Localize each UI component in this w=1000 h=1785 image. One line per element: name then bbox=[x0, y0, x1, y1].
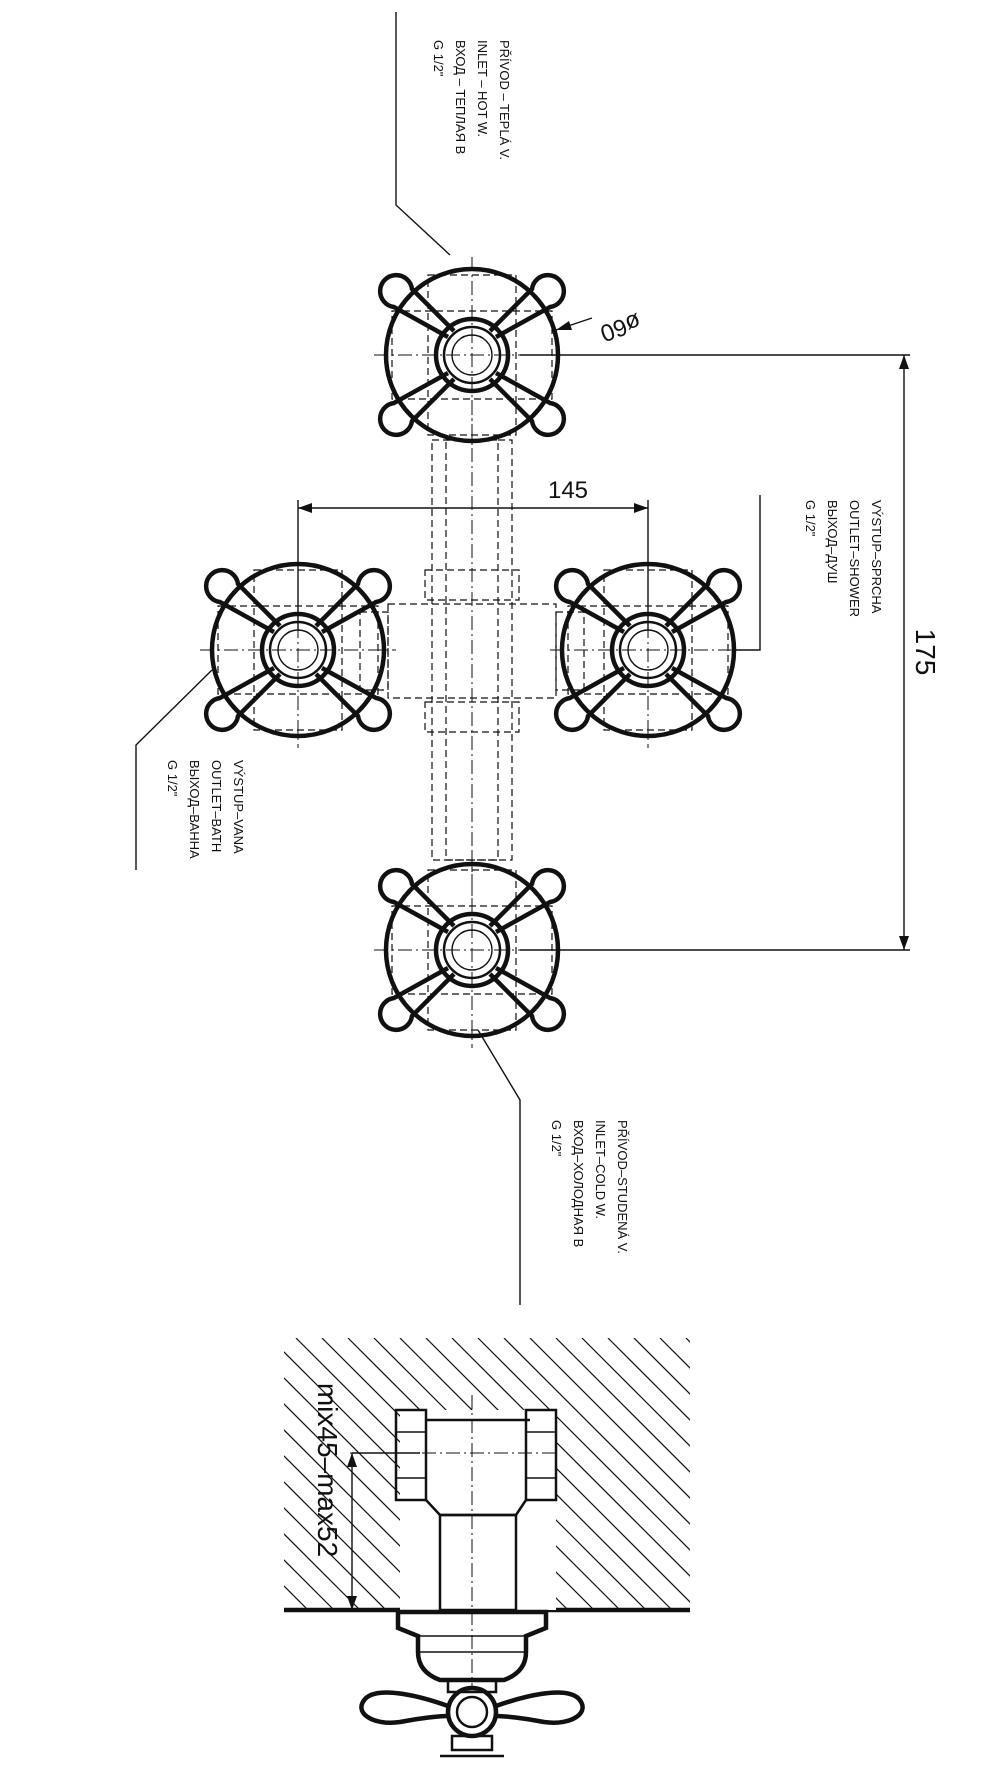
hatch-line bbox=[581, 1338, 690, 1447]
hatch-line bbox=[284, 1533, 361, 1610]
handle-profile bbox=[359, 1609, 585, 1758]
callout-hot-inlet: PŘÍVOD – TEPLÁ V. INLET – HOT W. ВХОД – … bbox=[395, 12, 512, 256]
dimension-diameter-label: ø60 bbox=[597, 307, 645, 347]
shower-outlet-line-2: OUTLET–SHOWER bbox=[847, 500, 862, 617]
cold-inlet-line-4: G 1/2" bbox=[549, 1120, 564, 1157]
hatch-line bbox=[284, 1585, 309, 1610]
callout-cold-inlet: PŘÍVOD–STUDENÁ V. INLET–COLD W. ВХОД–ХОЛ… bbox=[477, 1029, 630, 1305]
cold-inlet-line-2: INLET–COLD W. bbox=[593, 1120, 608, 1219]
hatch-line bbox=[10, 1338, 282, 1610]
hatch-line bbox=[477, 1338, 690, 1551]
hatch-line bbox=[920, 1338, 1000, 1610]
hatch-line bbox=[790, 1338, 1000, 1610]
shower-outlet-line-1: VÝSTUP–SPRCHA bbox=[869, 500, 884, 614]
bath-outlet-line-3: ВЫХОД–ВАННА bbox=[187, 760, 202, 859]
dimension-wall-depth-label: mix45–max52 bbox=[312, 1383, 343, 1557]
hot-inlet-line-3: ВХОД – ТЕПЛАЯ В bbox=[453, 40, 468, 154]
cold-inlet-line-1: PŘÍVOD–STUDENÁ V. bbox=[615, 1120, 630, 1254]
fitting-body bbox=[350, 1395, 560, 1690]
hatch-line bbox=[503, 1338, 690, 1525]
callout-bath-outlet: VÝSTUP–VANA OUTLET–BATH ВЫХОД–ВАННА G 1/… bbox=[135, 669, 246, 870]
hatch-line bbox=[842, 1338, 1000, 1610]
hatch-line bbox=[659, 1338, 690, 1369]
hatch-line bbox=[284, 1507, 387, 1610]
hatch-line bbox=[0, 1338, 256, 1610]
dimension-wall-depth: mix45–max52 bbox=[312, 1383, 420, 1610]
bath-outlet-line-2: OUTLET–BATH bbox=[209, 760, 224, 852]
bath-outlet-line-4: G 1/2" bbox=[165, 760, 180, 797]
cold-inlet-line-3: ВХОД–ХОЛОДНАЯ В bbox=[571, 1120, 586, 1247]
shower-outlet-line-4: G 1/2" bbox=[803, 500, 818, 537]
hatch-line bbox=[738, 1338, 1000, 1610]
shower-outlet-line-3: ВЫХОД–ДУШ bbox=[825, 500, 840, 583]
dimension-175-label: 175 bbox=[910, 629, 941, 676]
hatch-line bbox=[946, 1338, 1000, 1610]
callout-shower-outlet: VÝSTUP–SPRCHA OUTLET–SHOWER ВЫХОД–ДУШ G … bbox=[732, 495, 884, 651]
hatch-line bbox=[607, 1338, 690, 1421]
hatch-line bbox=[816, 1338, 1000, 1610]
hot-inlet-line-2: INLET – HOT W. bbox=[475, 40, 490, 137]
hatch-line bbox=[284, 1455, 439, 1610]
top-view: 145 175 ø60 PŘÍVOD – TEPLÁ V. INLET – HO… bbox=[135, 12, 941, 1305]
section-view: mix45–max52 bbox=[0, 1338, 1000, 1758]
hot-inlet-line-1: PŘÍVOD – TEPLÁ V. bbox=[497, 40, 512, 160]
hatch-line bbox=[425, 1338, 690, 1603]
hot-inlet-line-4: G 1/2" bbox=[431, 40, 446, 77]
dimension-175: 175 bbox=[520, 354, 941, 951]
hatch-line bbox=[894, 1338, 1000, 1610]
hatch-line bbox=[712, 1338, 984, 1610]
hatch-line bbox=[764, 1338, 1000, 1610]
hatch-line bbox=[529, 1338, 690, 1499]
hatch-line bbox=[972, 1338, 1000, 1610]
hatch-line bbox=[451, 1338, 690, 1577]
hatch-line bbox=[868, 1338, 1000, 1610]
hatch-line bbox=[685, 1338, 690, 1343]
hatch-line bbox=[284, 1559, 335, 1610]
hatch-line bbox=[284, 1481, 413, 1610]
dimension-diameter: ø60 bbox=[555, 307, 645, 347]
dimension-145: 145 bbox=[297, 477, 649, 630]
bath-outlet-line-1: VÝSTUP–VANA bbox=[231, 760, 246, 854]
dimension-145-label: 145 bbox=[548, 477, 588, 504]
hatch-line bbox=[555, 1338, 690, 1473]
hatch-line bbox=[633, 1338, 690, 1395]
